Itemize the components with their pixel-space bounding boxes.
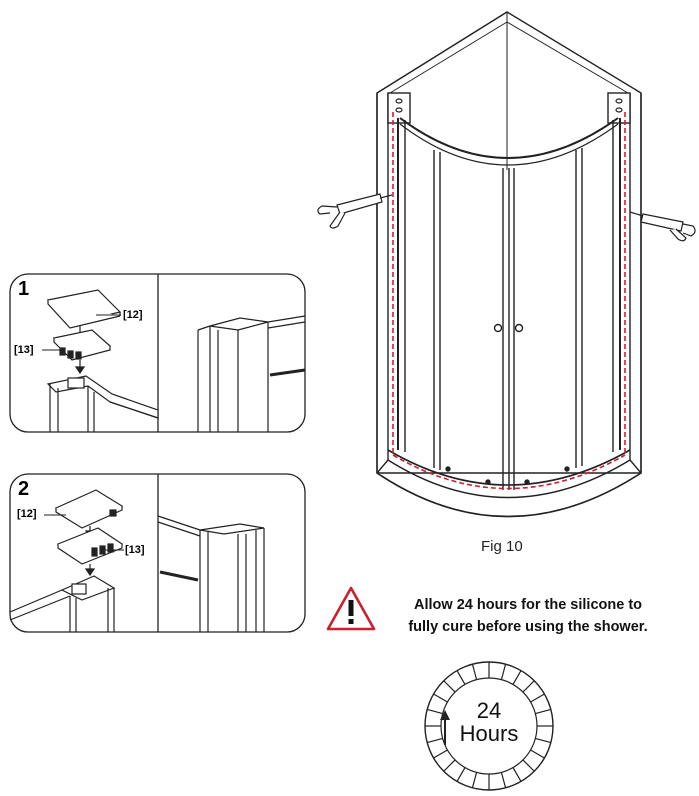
silicone-seal-lines xyxy=(392,112,626,490)
step-1-part-13-label: [13] xyxy=(14,344,34,356)
clock-tick xyxy=(500,772,507,788)
clock-tick xyxy=(522,680,535,693)
clock-tick xyxy=(535,708,551,715)
timer-value: 24 xyxy=(476,698,502,723)
step-1-part-12-label: [12] xyxy=(123,309,143,321)
clock-tick xyxy=(535,737,551,744)
step-2-number: 2 xyxy=(18,478,30,500)
step-1-number: 1 xyxy=(18,278,30,300)
clock-tick xyxy=(443,759,456,772)
clock-tick xyxy=(433,749,448,759)
warning-line-2: fully cure before using the shower. xyxy=(408,619,648,635)
clock-tick xyxy=(522,759,535,772)
step-2-part-13-label: [13] xyxy=(125,544,145,556)
silicone-gun-left-icon xyxy=(317,193,393,229)
figure-caption: Fig 10 xyxy=(481,538,523,555)
clock-tick xyxy=(512,767,522,782)
silicone-gun-right-icon xyxy=(629,211,696,242)
clock-tick xyxy=(456,767,466,782)
clock-tick xyxy=(512,670,522,685)
clock-tick xyxy=(443,680,456,693)
step-2-part-12-label: [12] xyxy=(17,508,37,520)
timer-unit: Hours xyxy=(459,721,519,746)
clock-tick xyxy=(427,737,443,744)
clock-tick xyxy=(433,693,448,703)
clock-tick xyxy=(427,708,443,715)
clock-tick xyxy=(471,772,478,788)
silicone-cure-warning: Allow 24 hours for the silicone to fully… xyxy=(378,594,678,638)
clock-tick xyxy=(500,664,507,680)
warning-line-1: Allow 24 hours for the silicone to xyxy=(414,597,642,613)
clock-tick xyxy=(530,693,545,703)
clock-tick xyxy=(530,749,545,759)
clock-tick xyxy=(456,670,466,685)
clock-tick xyxy=(471,664,478,680)
